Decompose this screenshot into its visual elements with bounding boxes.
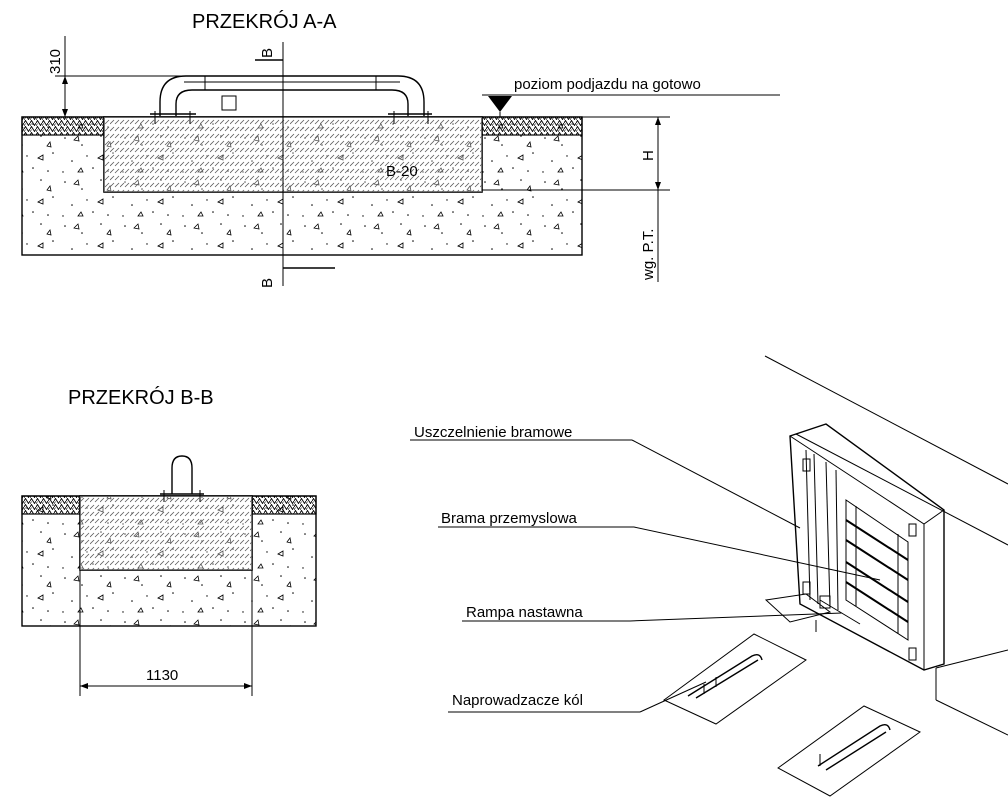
level-label: poziom podjazdu na gotowo (514, 76, 701, 93)
callout-gate: Brama przemyslowa (438, 510, 881, 581)
dim-h-label: H (640, 150, 657, 161)
b20-block (103, 116, 483, 193)
label-seal: Uszczelnienie bramowe (414, 424, 572, 441)
label-gate: Brama przemyslowa (441, 510, 578, 527)
seal-corner-tr (908, 523, 917, 537)
industrial-gate (845, 499, 909, 641)
cut-label-bottom: B (259, 278, 276, 288)
concrete-class-label: B-20 (386, 163, 418, 180)
section-bb-title: PRZEKRÓJ B-B (68, 386, 214, 409)
section-bb: PRZEKRÓJ B-B 1130 (21, 386, 317, 696)
seal-corner-bl (802, 581, 811, 595)
isometric-view: Uszczelnienie bramowe Brama przemyslowa … (410, 355, 1008, 797)
paving-right (481, 116, 583, 136)
section-aa-title: PRZEKRÓJ A-A (192, 10, 337, 33)
seal-corner-br (908, 647, 917, 661)
dimension-h: H wg. P.T. (482, 116, 670, 282)
bb-paving-right (251, 495, 317, 515)
label-ramp: Rampa nastawna (466, 604, 583, 621)
section-aa: PRZEKRÓJ A-A B-20 (21, 10, 780, 288)
wheel-guide-plate-1 (663, 633, 807, 725)
dock-seal (789, 423, 945, 671)
dim-pt-label: wg. P.T. (640, 229, 657, 281)
level-marker: poziom podjazdu na gotowo (482, 76, 780, 117)
bb-paving-left (21, 495, 81, 515)
paving-left (21, 116, 105, 136)
bb-guide-rail (160, 455, 204, 502)
cut-line-bb: B B (255, 42, 335, 288)
cut-label-top: B (259, 48, 276, 58)
level-triangle-icon (488, 96, 512, 112)
dimension-1130: 1130 (79, 626, 253, 696)
label-guides: Naprowadzacze kól (452, 692, 583, 709)
callout-seal: Uszczelnienie bramowe (410, 424, 801, 529)
seal-corner-tl (802, 458, 811, 472)
dim-310-label: 310 (47, 49, 64, 74)
wheel-guide-plate-2 (777, 705, 921, 797)
bb-b20-block (79, 495, 253, 571)
dim-width-label: 1130 (146, 667, 178, 684)
adjustable-ramp (764, 593, 861, 632)
callout-ramp: Rampa nastawna (462, 604, 843, 622)
dimension-310: 310 (47, 36, 328, 118)
callout-guides: Naprowadzacze kól (448, 681, 707, 713)
